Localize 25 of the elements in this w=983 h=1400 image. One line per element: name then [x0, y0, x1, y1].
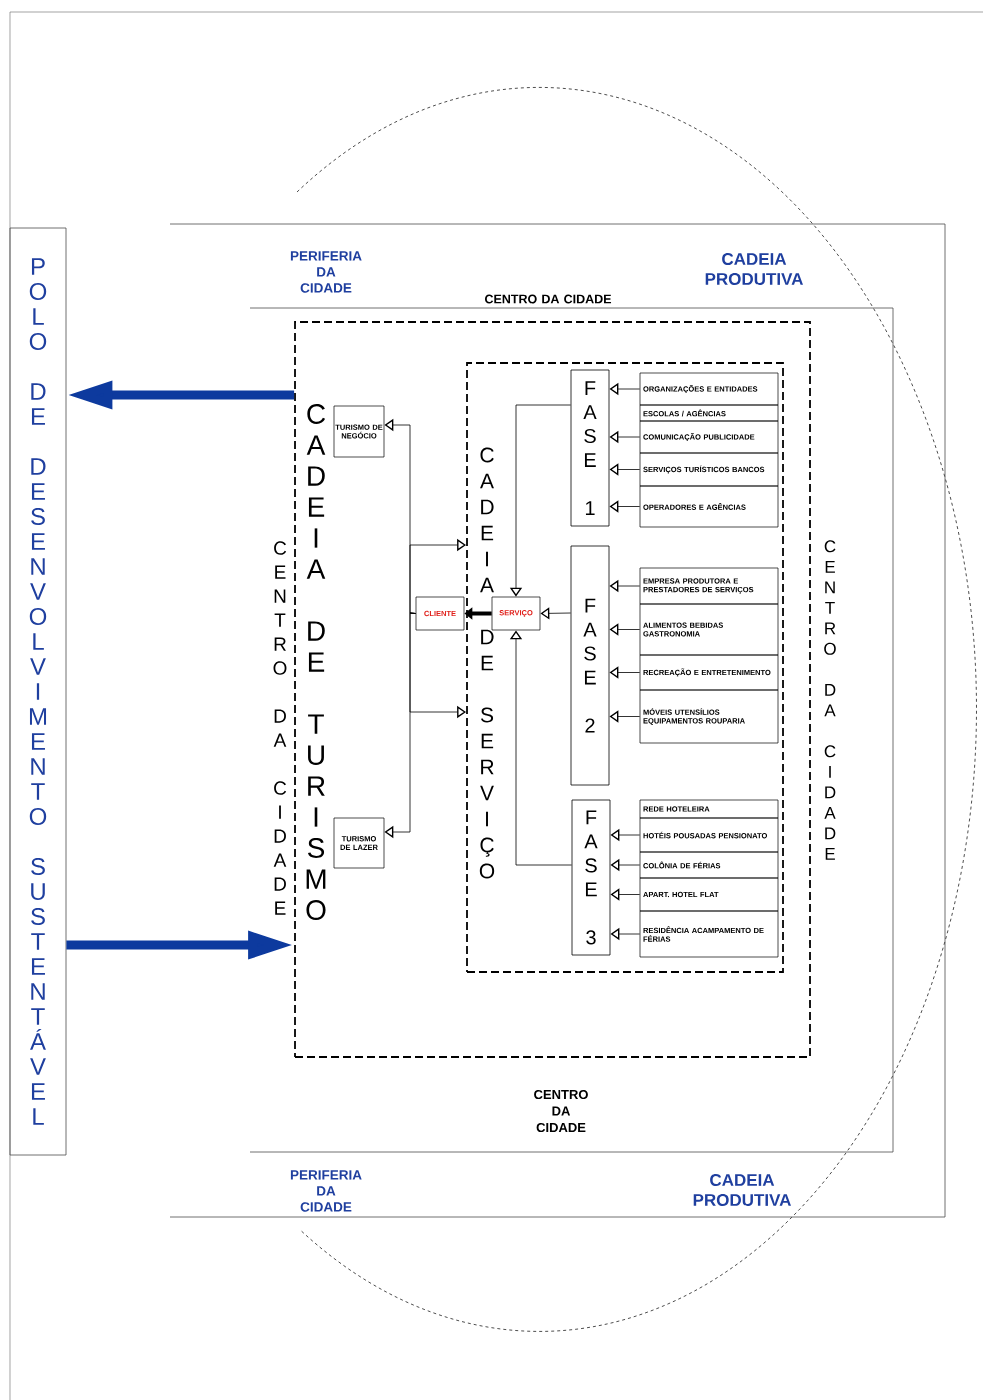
hollow-arrow — [540, 607, 571, 620]
vertical-banner: POLO DE DESENVOLVIMENTO SUSTENTÁVEL — [9, 227, 67, 1156]
region-label: CENTRO DA CIDADE — [534, 1089, 588, 1133]
vertical-label: CENTRO DA CIDADE — [273, 541, 287, 915]
region-label: PERIFERIA DA CIDADE — [290, 251, 362, 293]
frame-outline — [249, 307, 894, 1153]
hollow-arrow — [509, 630, 572, 866]
phase-box: FASE 1 — [570, 369, 610, 527]
phase-box: FASE 3 — [571, 799, 611, 956]
vertical-label: CENTRO DA CIDADE — [824, 540, 836, 860]
dashed-boundary — [294, 321, 811, 1058]
hollow-arrow — [609, 666, 641, 679]
hollow-arrow — [609, 710, 641, 723]
phase-box: FASE 2 — [570, 545, 610, 786]
region-label: CADEIA PRODUTIVA — [705, 253, 803, 286]
hollow-arrow — [609, 463, 641, 476]
region-label: CENTRO DA CIDADE — [485, 294, 612, 304]
frame-outline — [169, 223, 946, 1218]
hollow-arrow — [609, 500, 641, 513]
hollow-arrow — [610, 888, 641, 901]
dashed-boundary — [466, 362, 784, 973]
hollow-arrow — [609, 623, 641, 636]
region-label: PERIFERIA DA CIDADE — [290, 1170, 362, 1212]
vertical-label: CADEIA DE TURISMO — [306, 404, 326, 920]
region-label: CADEIA PRODUTIVA — [693, 1174, 791, 1207]
